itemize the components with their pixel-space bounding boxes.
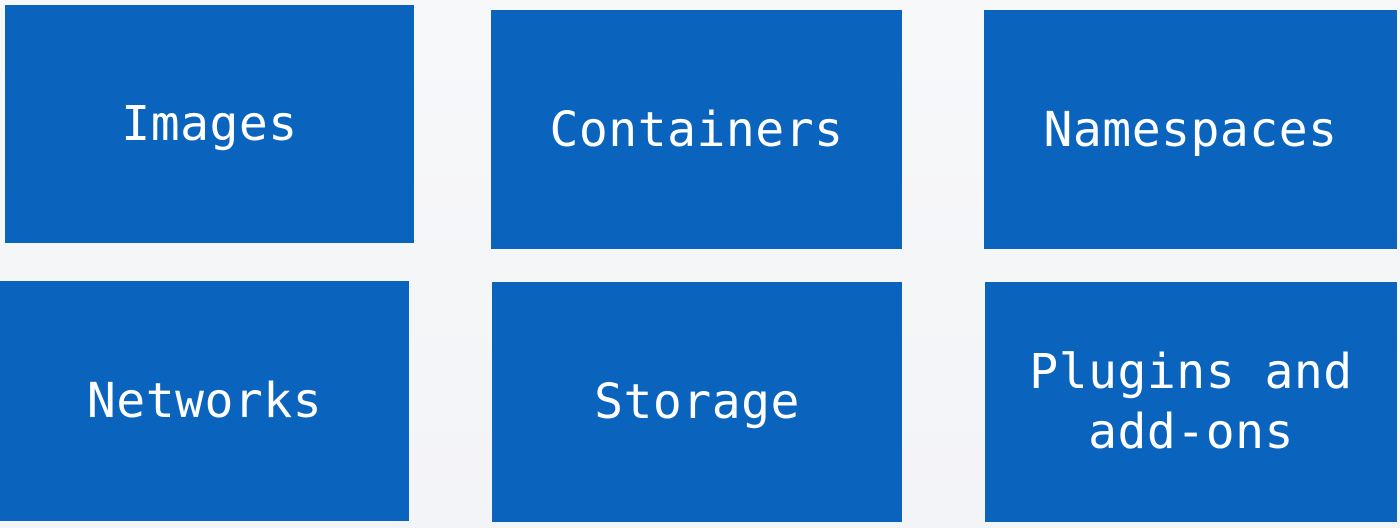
tile-storage: Storage	[492, 282, 902, 522]
tile-plugins-and-add-ons: Plugins and add-ons	[985, 282, 1397, 522]
tile-label: Plugins and add-ons	[1029, 344, 1353, 460]
tile-networks: Networks	[0, 281, 409, 521]
tile-containers: Containers	[491, 10, 902, 249]
tile-namespaces: Namespaces	[984, 10, 1397, 249]
tile-label: Images	[121, 96, 298, 152]
tile-label: Storage	[594, 374, 800, 430]
tile-label: Containers	[549, 101, 844, 158]
tile-label: Networks	[86, 373, 323, 429]
tile-label: Namespaces	[1043, 101, 1338, 158]
tile-images: Images	[5, 5, 414, 243]
